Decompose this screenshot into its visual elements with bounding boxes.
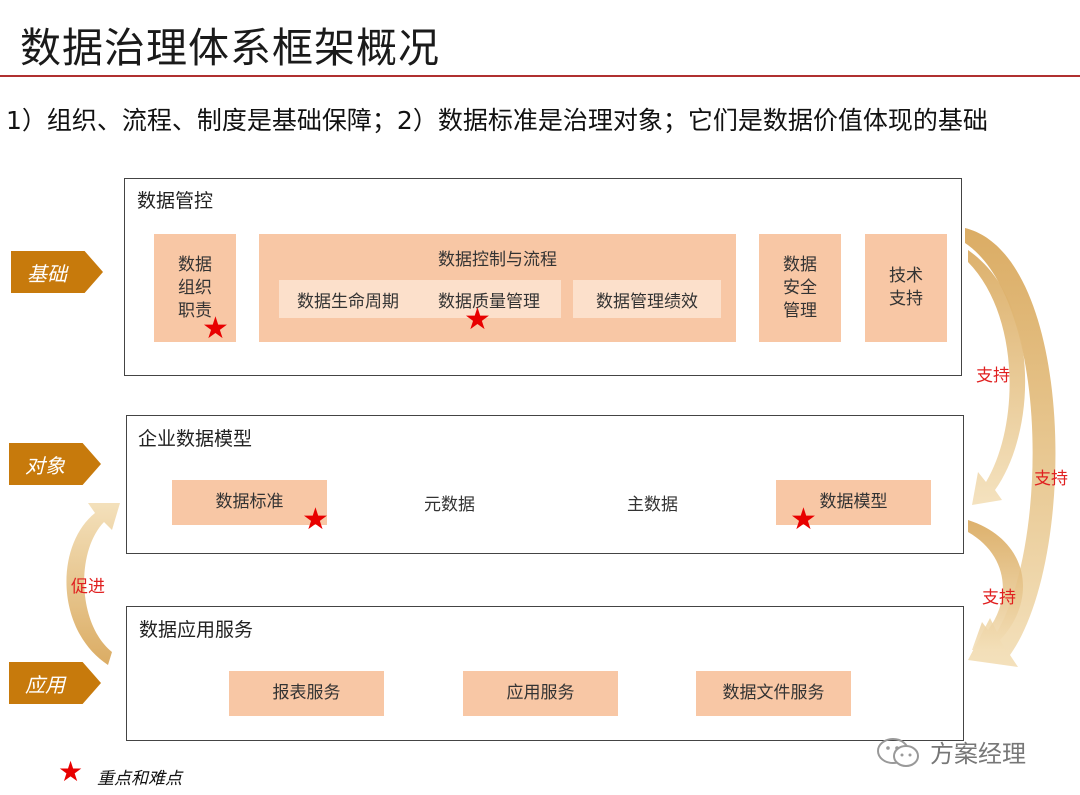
box-data-standard: 数据标准	[172, 480, 327, 525]
box-app-service: 应用服务	[463, 671, 618, 716]
page-title: 数据治理体系框架概况	[20, 24, 440, 72]
page-subtitle: 1）组织、流程、制度是基础保障；2）数据标准是治理对象；它们是数据价值体现的基础	[6, 106, 988, 135]
layer-tag-application: 应用	[9, 662, 101, 704]
watermark-text: 方案经理	[930, 740, 1026, 768]
layer-tag-foundation: 基础	[11, 251, 103, 293]
key-star-icon: ★	[202, 311, 229, 346]
support-arrow-long	[965, 228, 1056, 667]
panel-data-service-title: 数据应用服务	[139, 619, 254, 641]
panel-enterprise-model-title: 企业数据模型	[138, 428, 253, 450]
box-tech-support: 技术支持	[865, 234, 947, 342]
legend-star-icon: ★	[58, 755, 84, 788]
box-data-quality: 数据质量管理	[417, 280, 561, 318]
key-star-icon: ★	[790, 502, 817, 537]
box-data-model: 数据模型	[776, 480, 931, 525]
box-data-performance: 数据管理绩效	[573, 280, 721, 318]
promote-label: 促进	[71, 577, 105, 597]
key-star-icon: ★	[302, 502, 329, 537]
support-label-2: 支持	[1034, 469, 1068, 489]
legend-key-difficulty: 重点和难点	[97, 769, 182, 789]
support-arrow-lower	[968, 520, 1024, 650]
label-metadata: 元数据	[424, 495, 475, 515]
title-divider	[0, 75, 1080, 77]
support-arrow-short	[968, 250, 1026, 505]
support-label-3: 支持	[982, 588, 1016, 608]
layer-tag-object: 对象	[9, 443, 101, 485]
promote-arrow	[66, 503, 120, 665]
box-data-security: 数据安全管理	[759, 234, 841, 342]
panel-data-control-title: 数据管控	[137, 190, 214, 212]
box-data-org-duty: 数据组织职责	[154, 234, 236, 342]
wechat-icon	[876, 737, 922, 773]
data-control-flow-title: 数据控制与流程	[438, 249, 557, 270]
support-label-1: 支持	[976, 366, 1010, 386]
label-master-data: 主数据	[627, 495, 678, 515]
box-data-lifecycle: 数据生命周期	[279, 280, 417, 318]
box-report-service: 报表服务	[229, 671, 384, 716]
box-file-service: 数据文件服务	[696, 671, 851, 716]
key-star-icon: ★	[464, 302, 491, 337]
